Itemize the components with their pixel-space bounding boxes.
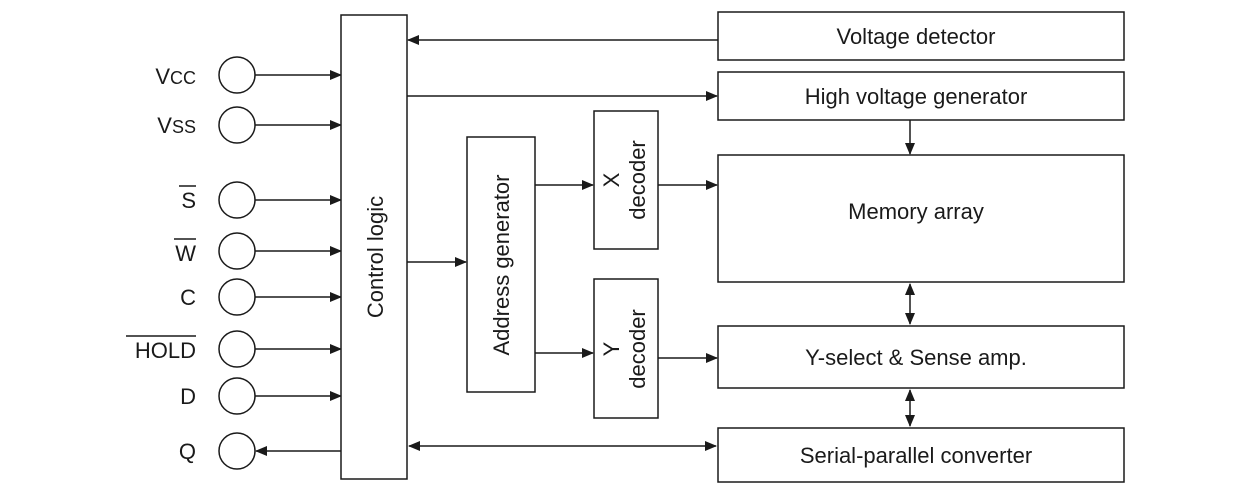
pin-q: Q	[179, 432, 341, 470]
pin-label-hold: HOLD	[135, 338, 196, 363]
high-voltage-generator-label: High voltage generator	[805, 84, 1028, 109]
x-decoder-label-2: decoder	[625, 140, 650, 220]
pin-label-w: W	[175, 241, 196, 266]
memory-array-label: Memory array	[848, 199, 984, 224]
voltage-detector-label: Voltage detector	[836, 24, 995, 49]
pin-circle-w	[218, 232, 256, 270]
y-select-sense-amp-label: Y-select & Sense amp.	[805, 345, 1027, 370]
serial-parallel-converter-block	[717, 427, 1125, 483]
pin-circle-s	[218, 181, 256, 219]
pin-label-s: S	[181, 188, 196, 213]
pin-vcc: VCC	[155, 56, 342, 94]
memory-array-block	[717, 154, 1125, 283]
control-logic-label: Control logic	[363, 196, 388, 318]
y-decoder-label-1: Y	[599, 341, 624, 356]
pin-label-d: D	[180, 384, 196, 409]
pin-label-vss: VSS	[157, 113, 196, 138]
address-generator-label: Address generator	[489, 175, 514, 356]
pin-circle-vss	[218, 106, 256, 144]
pin-label-q: Q	[179, 439, 196, 464]
voltage-detector-block	[717, 11, 1125, 61]
pin-circle-c	[218, 278, 256, 316]
pin-circle-q	[218, 432, 256, 470]
pin-circle-hold	[218, 330, 256, 368]
address-generator-block	[466, 136, 536, 393]
pin-w: W	[174, 232, 342, 270]
pin-s: S	[179, 181, 342, 219]
pin-hold: HOLD	[126, 330, 342, 368]
serial-parallel-converter-label: Serial-parallel converter	[800, 443, 1032, 468]
pin-c: C	[180, 278, 342, 316]
x-decoder-label-1: X	[599, 172, 624, 187]
pin-label-vcc: VCC	[155, 64, 196, 89]
pin-d: D	[180, 377, 342, 415]
control-logic-block	[340, 14, 408, 480]
pin-circle-vcc	[218, 56, 256, 94]
pin-vss: VSS	[157, 106, 342, 144]
high-voltage-generator-block	[717, 71, 1125, 121]
pin-circle-d	[218, 377, 256, 415]
y-select-sense-amp-block	[717, 325, 1125, 389]
y-decoder-block	[593, 278, 659, 419]
y-decoder-label-2: decoder	[625, 309, 650, 389]
pin-label-c: C	[180, 285, 196, 310]
x-decoder-block	[593, 110, 659, 250]
